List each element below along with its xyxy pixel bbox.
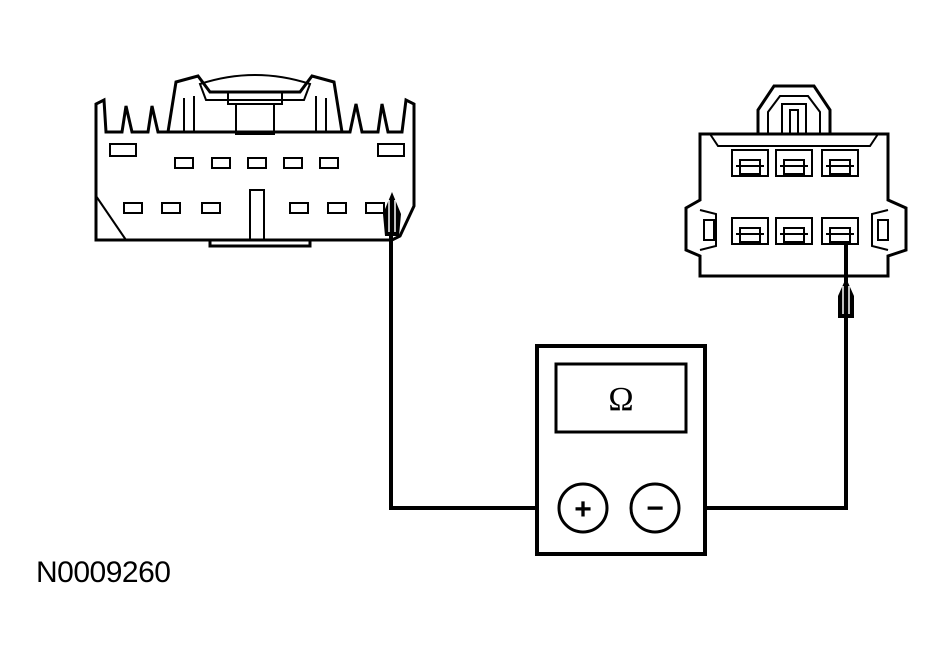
ohm-symbol: Ω: [608, 381, 633, 418]
figure-id-label: N0009260: [36, 556, 171, 589]
meter-display: [554, 362, 688, 434]
multimeter-icon: Ω + −: [535, 344, 707, 556]
negative-lead-wire: [682, 318, 848, 510]
positive-jack-label: +: [574, 493, 592, 526]
test-probe-icon: [838, 244, 854, 318]
test-probe-icon: [383, 192, 401, 236]
negative-jack: [629, 482, 681, 534]
large-connector-icon: [94, 74, 416, 248]
positive-jack: [557, 482, 609, 534]
negative-jack-label: −: [646, 492, 664, 525]
small-connector-icon: [684, 84, 908, 278]
positive-lead-wire: [389, 236, 558, 510]
